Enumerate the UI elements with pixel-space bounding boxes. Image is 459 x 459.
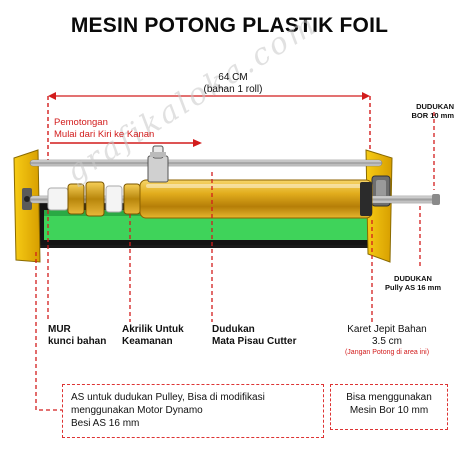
nut-line1: MUR xyxy=(48,324,71,335)
nut-label: MUR kunci bahan xyxy=(48,324,106,348)
rubber-clamp xyxy=(360,182,372,216)
rubber-line2: 3.5 cm xyxy=(371,336,402,347)
drill-info-box: Bisa menggunakan Mesin Bor 10 mm xyxy=(330,384,448,430)
cut-direction-line2: Mulai dari Kiri ke Kanan xyxy=(54,129,155,140)
white-collar-mid xyxy=(105,185,123,213)
acrylic-line2: Keamanan xyxy=(122,336,173,347)
left-frame xyxy=(13,149,41,263)
length-note: (bahan 1 roll) xyxy=(203,84,263,95)
drill-mount-line1: DUDUKAN xyxy=(416,102,454,111)
guide-rod xyxy=(29,159,383,167)
shaft-box-line1: AS untuk dudukan Pulley, Bisa di modifik… xyxy=(71,392,265,403)
rubber-line1: Karet Jepit Bahan xyxy=(347,324,427,335)
length-label: 64 CM (bahan 1 roll) xyxy=(178,72,288,96)
nut-line2: kunci bahan xyxy=(48,336,107,347)
drill-box-line2: Mesin Bor 10 mm xyxy=(349,405,429,416)
rubber-label: Karet Jepit Bahan 3.5 cm (Jangan Potong … xyxy=(322,324,452,357)
shaft-box-line2: menggunakan Motor Dynamo xyxy=(71,405,203,416)
rubber-note: (Jangan Potong di area ini) xyxy=(344,349,430,356)
pulley-mount-line2: Pully AS 16 mm xyxy=(385,283,441,292)
cutter-mount-line2: Mata Pisau Cutter xyxy=(212,336,297,347)
drill-box-line1: Bisa menggunakan xyxy=(346,392,432,403)
acrylic-label: Akrilik Untuk Keamanan xyxy=(122,324,184,348)
drill-mount-line2: BOR 10 mm xyxy=(411,111,454,120)
shaft-info-box: AS untuk dudukan Pulley, Bisa di modifik… xyxy=(62,384,324,438)
cutter-mount-line1: Dudukan xyxy=(212,324,255,335)
cut-direction-arrow xyxy=(50,139,202,147)
shaft-end-cap xyxy=(432,194,440,205)
shaft-box-line3: Besi AS 16 mm xyxy=(71,418,140,429)
length-value: 64 CM xyxy=(218,72,248,83)
cutter-mount xyxy=(147,145,169,183)
drill-mount-label: DUDUKAN BOR 10 mm xyxy=(398,102,454,120)
cut-direction-line1: Pemotongan xyxy=(54,117,108,128)
white-collar-left xyxy=(47,187,69,211)
pulley-mount-label: DUDUKAN Pully AS 16 mm xyxy=(376,274,450,292)
page-title: MESIN POTONG PLASTIK FOIL xyxy=(70,14,389,37)
length-dimension-line xyxy=(47,92,371,160)
acrylic-line1: Akrilik Untuk xyxy=(122,324,184,335)
pulley-mount-line1: DUDUKAN xyxy=(394,274,432,283)
brass-lock-nuts xyxy=(67,181,141,217)
callout-lines xyxy=(35,112,435,411)
cut-direction-label: Pemotongan Mulai dari Kiri ke Kanan xyxy=(54,117,154,141)
cutter-mount-label: Dudukan Mata Pisau Cutter xyxy=(212,324,296,348)
